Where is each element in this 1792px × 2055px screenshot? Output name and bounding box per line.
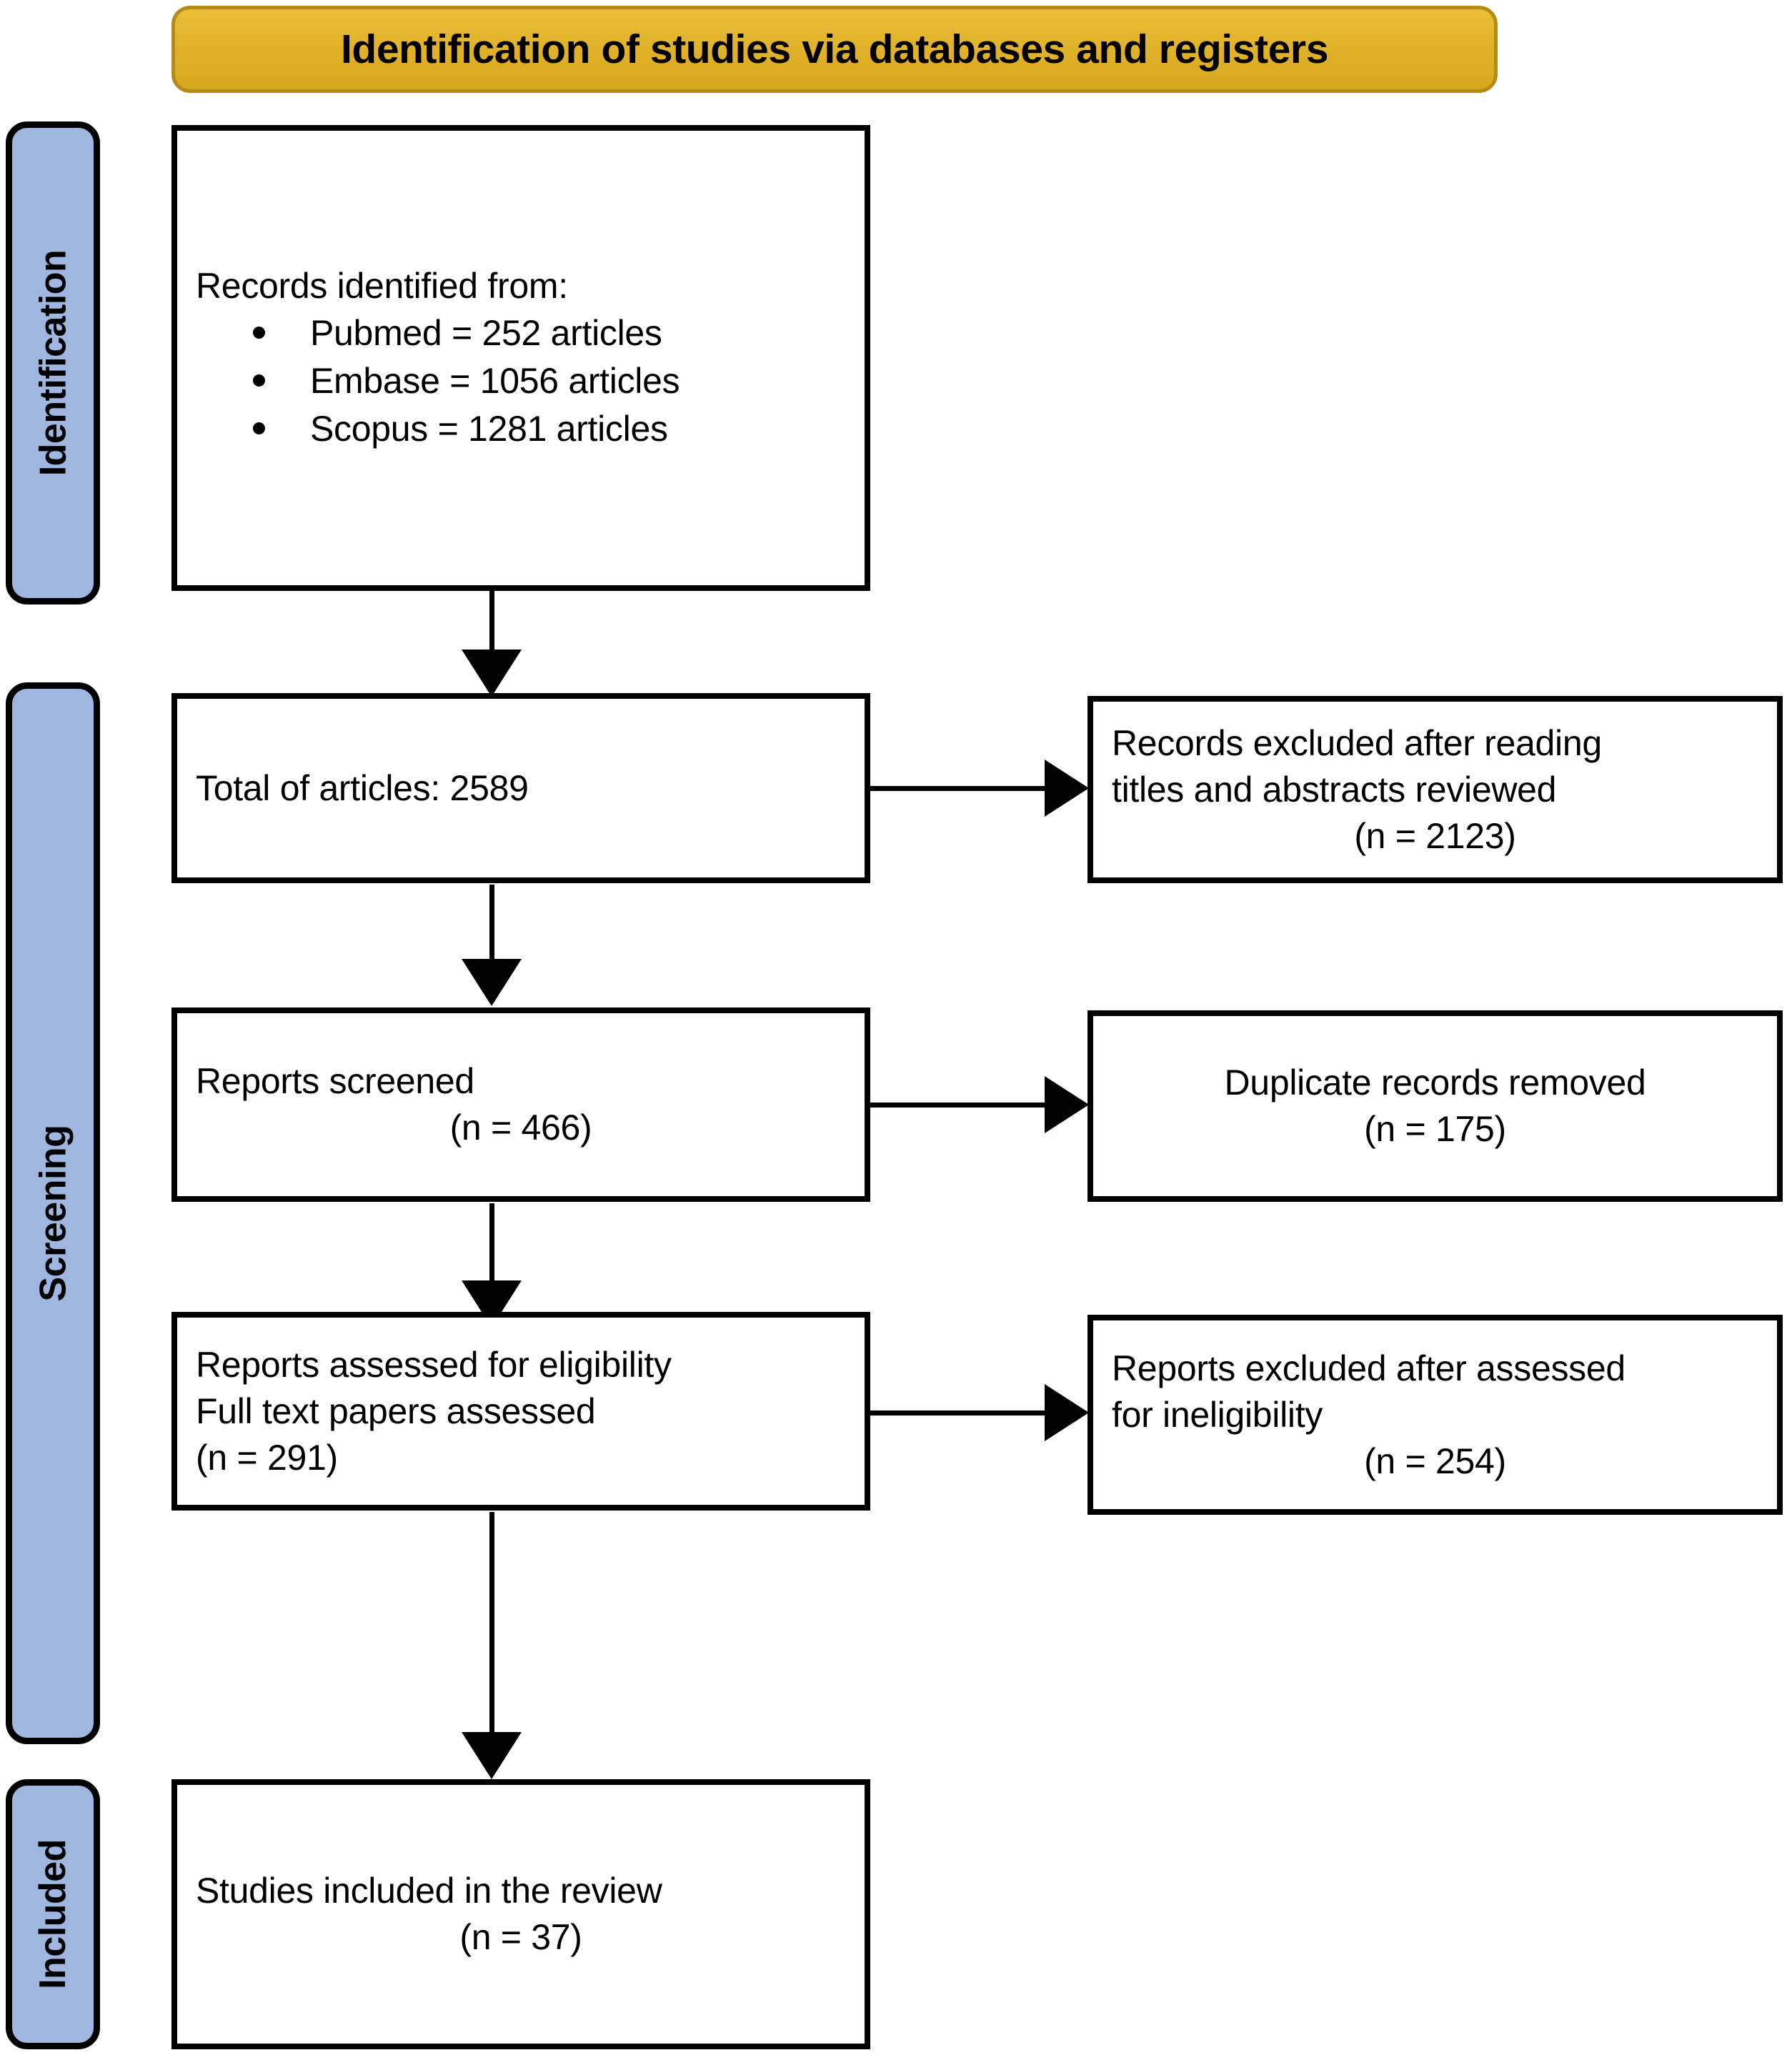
node-reports-excluded-ineligibility: Reports excluded after assessed for inel…	[1087, 1315, 1783, 1515]
included-line1: Studies included in the review	[196, 1871, 662, 1911]
eligibility-line2: Full text papers assessed	[196, 1390, 596, 1431]
reports-screened-count: (n = 466)	[449, 1108, 592, 1148]
list-item: Scopus = 1281 articles	[196, 405, 846, 453]
phase-label-screening: Screening	[6, 682, 100, 1744]
phase-included-text: Included	[32, 1839, 74, 1989]
list-item: Embase = 1056 articles	[196, 357, 846, 405]
node-total-articles: Total of articles: 2589	[171, 693, 870, 883]
diagram-header-banner: Identification of studies via databases …	[171, 6, 1498, 93]
excluded-reports-line1: Reports excluded after assessed	[1112, 1348, 1626, 1388]
total-articles-text: Total of articles: 2589	[196, 767, 529, 808]
node-studies-included: Studies included in the review (n = 37)	[171, 1779, 870, 2049]
arrowhead-down-icon	[462, 1732, 522, 1779]
records-identified-heading: Records identified from:	[196, 266, 568, 306]
bullet-icon	[253, 374, 265, 387]
node-records-identified: Records identified from: Pubmed = 252 ar…	[171, 125, 870, 591]
connector-eligibility-to-excluded-reports	[870, 1384, 1089, 1441]
excluded-reports-line2: for ineligibility	[1112, 1394, 1323, 1435]
node-reports-screened: Reports screened (n = 466)	[171, 1007, 870, 1202]
phase-label-identification: Identification	[6, 121, 100, 604]
excluded-titles-count: (n = 2123)	[1354, 815, 1516, 856]
node-records-excluded-titles: Records excluded after reading titles an…	[1087, 696, 1783, 883]
arrowhead-right-icon	[1045, 1384, 1089, 1441]
eligibility-line1: Reports assessed for eligibility	[196, 1344, 672, 1385]
bullet-icon	[253, 422, 265, 434]
connector-eligibility-to-included	[462, 1512, 522, 1779]
excluded-titles-line2: titles and abstracts reviewed	[1112, 769, 1557, 810]
reports-screened-line1: Reports screened	[196, 1061, 474, 1101]
connector-total-to-screened	[462, 885, 522, 1006]
eligibility-count: (n = 291)	[196, 1437, 338, 1478]
node-duplicate-records-removed: Duplicate records removed (n = 175)	[1087, 1010, 1783, 1202]
source-label: Pubmed = 252 articles	[310, 313, 662, 353]
connector-screened-to-duplicates	[870, 1076, 1089, 1133]
arrowhead-right-icon	[1045, 1076, 1089, 1133]
connector-screened-to-eligibility	[462, 1203, 522, 1328]
arrowhead-down-icon	[462, 650, 522, 697]
records-identified-source-list: Pubmed = 252 articles Embase = 1056 arti…	[196, 309, 846, 453]
node-reports-assessed-eligibility: Reports assessed for eligibility Full te…	[171, 1312, 870, 1511]
excluded-reports-count: (n = 254)	[1364, 1441, 1506, 1481]
phase-screening-text: Screening	[32, 1125, 74, 1302]
excluded-titles-line1: Records excluded after reading	[1112, 722, 1602, 763]
connector-total-to-excluded-titles	[870, 760, 1089, 817]
source-label: Scopus = 1281 articles	[310, 409, 668, 449]
phase-label-included: Included	[6, 1779, 100, 2049]
arrowhead-down-icon	[462, 959, 522, 1006]
included-count: (n = 37)	[459, 1917, 582, 1957]
duplicates-line1: Duplicate records removed	[1224, 1063, 1646, 1103]
bullet-icon	[253, 326, 265, 339]
page-title: Identification of studies via databases …	[340, 26, 1329, 72]
list-item: Pubmed = 252 articles	[196, 309, 846, 357]
arrowhead-right-icon	[1045, 760, 1089, 817]
phase-identification-text: Identification	[32, 249, 74, 477]
duplicates-count: (n = 175)	[1364, 1109, 1506, 1149]
source-label: Embase = 1056 articles	[310, 361, 680, 401]
connector-identified-to-total	[462, 591, 522, 697]
